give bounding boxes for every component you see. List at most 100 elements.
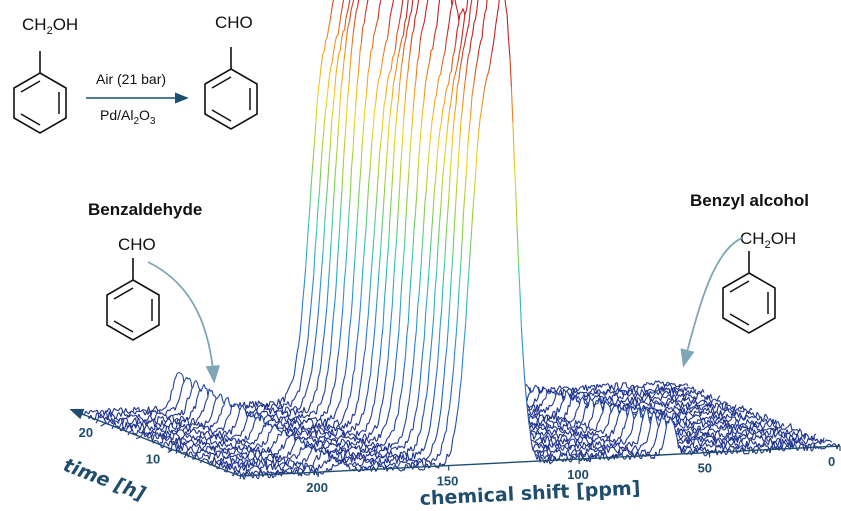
spectrum-segment — [146, 416, 150, 421]
spectrum-segment — [172, 414, 175, 416]
spectrum-segment — [88, 410, 91, 415]
spectrum-segment — [304, 348, 308, 359]
spectrum-segment — [303, 267, 307, 285]
spectrum-segment — [300, 372, 303, 382]
spectrum-segment — [591, 384, 594, 387]
spectrum-segment — [328, 66, 332, 77]
spectrum-segment — [192, 406, 195, 412]
spectrum-segment — [305, 387, 308, 393]
spectrum-segment — [303, 358, 306, 367]
spectrum-segment — [283, 403, 286, 405]
spectrum-segment — [608, 389, 611, 394]
spectrum-segment — [175, 433, 178, 435]
spectrum-segment — [224, 434, 227, 437]
spectrum-segment — [113, 407, 117, 411]
spectrum-segment — [152, 407, 155, 411]
spectrum-segment — [680, 411, 683, 414]
spectrum-segment — [155, 412, 158, 416]
spectrum-segment — [590, 392, 592, 395]
spectrum-segment — [110, 411, 114, 415]
spectrum-segment — [159, 417, 162, 419]
spectrum-segment — [315, 389, 318, 392]
spectrum-segment — [633, 385, 636, 393]
spectrum-segment — [118, 407, 121, 411]
spectrum-segment — [566, 386, 569, 389]
spectrum-segment — [329, 11, 332, 22]
spectrum-segment — [300, 299, 304, 319]
spectrum-segment — [669, 382, 672, 385]
spectrum-segment — [559, 385, 562, 389]
spectrum-segment — [315, 322, 318, 336]
spectrum-segment — [290, 430, 293, 433]
reaction-catalyst: Pd/Al2O3 — [100, 107, 156, 127]
spectrum-segment — [308, 417, 311, 420]
spectrum-segment — [587, 391, 590, 396]
spectrum-segment — [538, 392, 541, 395]
spectrum-segment — [599, 391, 603, 394]
spectrum-segment — [330, 61, 333, 68]
spectrum-segment — [588, 394, 590, 397]
spectrum-segment — [98, 415, 101, 419]
spectrum-segment — [654, 387, 658, 391]
spectrum-segment — [344, 17, 347, 31]
spectrum-segment — [296, 390, 299, 395]
spectrum-segment — [331, 108, 334, 122]
spectrum-segment — [317, 191, 320, 208]
spectrum-segment — [176, 372, 179, 375]
spectrum-segment — [159, 409, 162, 411]
spectrum-segment — [175, 417, 178, 420]
spectrum-segment — [319, 268, 323, 288]
spectrum-segment — [195, 380, 198, 384]
spectrum-segment — [140, 435, 142, 437]
spectrum-segment — [346, 5, 350, 13]
spectrum-segment — [292, 374, 295, 381]
spectrum-segment — [299, 403, 303, 409]
benzyl-alcohol-group: CH2OH — [740, 229, 796, 251]
spectrum-segment — [268, 401, 271, 408]
spectrum-segment — [90, 410, 94, 413]
spectrum-segment — [297, 434, 300, 436]
spectrum-segment — [279, 427, 282, 429]
spectrum-segment — [131, 414, 134, 417]
spectrum-segment — [562, 386, 565, 389]
spectrum-segment — [529, 408, 532, 411]
spectrum-segment — [578, 391, 581, 395]
spectrum-segment — [124, 414, 127, 417]
spectrum-segment — [138, 414, 141, 419]
spectrum-segment — [302, 284, 305, 300]
spectrum-segment — [85, 410, 88, 413]
spectrum-segment — [230, 437, 233, 440]
product-benzene-ring — [204, 47, 258, 130]
spectrum-segment — [135, 408, 138, 411]
spectrum-segment — [647, 388, 650, 392]
spectrum-segment — [342, 29, 345, 32]
spectrum-segment — [122, 418, 125, 424]
spectrum-segment — [302, 396, 305, 399]
benzyl-alcohol-ring — [722, 251, 776, 334]
spectrum-segment — [309, 371, 313, 377]
spectrum-segment — [636, 386, 639, 392]
spectrum-segment — [187, 417, 191, 420]
reactant-formula: CH2OH — [22, 15, 78, 37]
spectrum-segment — [314, 335, 317, 349]
spectrum-segment — [659, 382, 662, 384]
spectrum-segment — [191, 386, 194, 390]
spectrum-segment — [295, 406, 298, 410]
spectrum-segment — [104, 411, 107, 414]
spectrum-segment — [287, 401, 290, 406]
spectrum-segment — [326, 429, 329, 432]
spectrum-segment — [130, 421, 134, 425]
spectrum-segment — [308, 306, 312, 322]
spectrum-segment — [109, 409, 112, 415]
spectrum-segment — [578, 386, 581, 391]
spectrum-segment — [651, 389, 655, 392]
spectrum-segment — [325, 37, 328, 41]
spectrum-segment — [222, 405, 224, 408]
spectrum-segment — [315, 102, 318, 126]
spectrum-segment — [144, 409, 146, 412]
spectrum-segment — [309, 435, 312, 437]
spectrum-segment — [641, 389, 644, 393]
spectrum-segment — [132, 406, 135, 413]
spectrum-segment — [336, 34, 339, 37]
spectrum-segment — [182, 412, 186, 416]
